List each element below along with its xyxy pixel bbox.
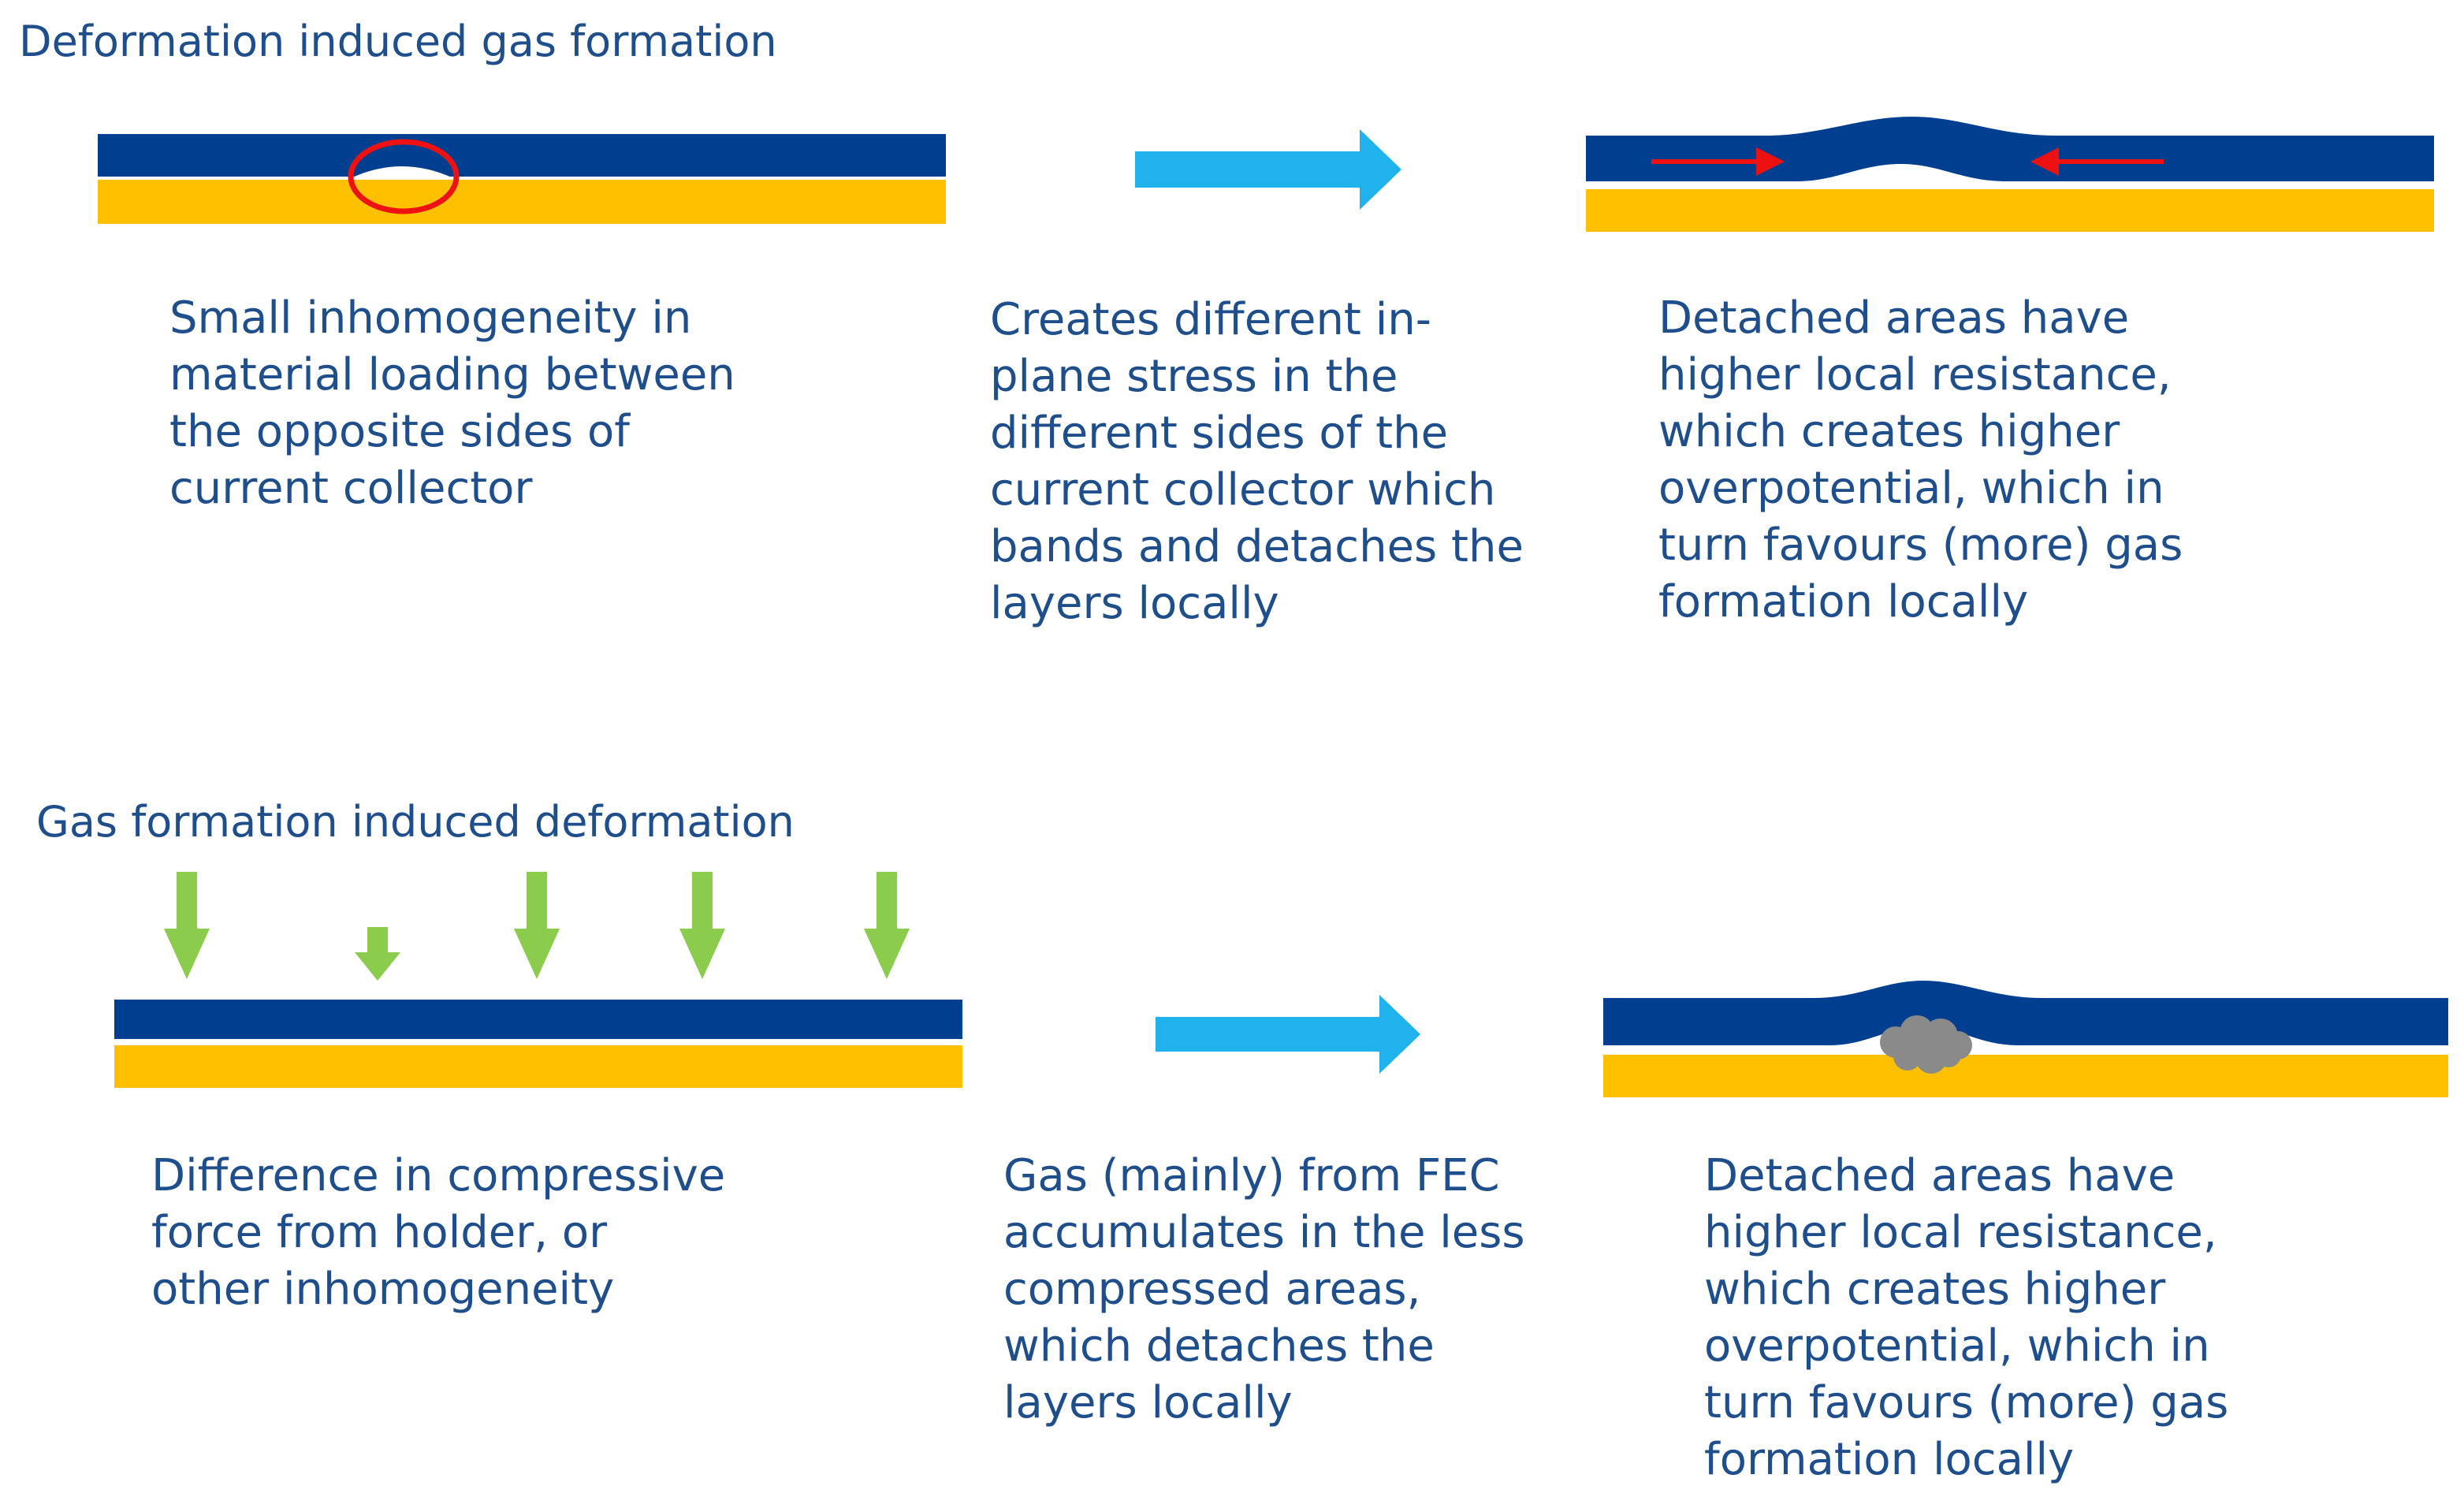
section-1-step-1-text: Small inhomogeneity in material loading … bbox=[169, 292, 735, 514]
top-layer bbox=[98, 134, 946, 177]
force-arrows bbox=[164, 872, 910, 981]
flat-layers-section-2 bbox=[114, 1000, 962, 1088]
section-2-step-1-text: Difference in compressive force from hol… bbox=[151, 1150, 726, 1315]
deformed-layers-step-3 bbox=[1586, 117, 2434, 232]
section-1-step-2-text: Creates different in- plane stress in th… bbox=[990, 294, 1524, 629]
highlight-circle bbox=[348, 139, 460, 214]
flat-layers-step-1 bbox=[98, 134, 946, 224]
force-arrow-3 bbox=[514, 872, 560, 979]
section-2-step-2-text: Gas (mainly) from FEC accumulates in the… bbox=[1003, 1150, 1525, 1428]
force-arrow-2-short bbox=[355, 927, 400, 981]
process-arrow-1 bbox=[1135, 129, 1401, 210]
gas-bubble bbox=[1880, 1015, 1972, 1074]
top-layer-bent bbox=[1586, 117, 2434, 181]
force-arrow-5 bbox=[864, 872, 910, 979]
bottom-layer bbox=[1603, 1055, 2448, 1097]
section-1-title: Deformation induced gas formation bbox=[19, 17, 777, 66]
bottom-layer bbox=[98, 180, 946, 224]
force-arrow-1 bbox=[164, 872, 210, 979]
bottom-layer bbox=[1586, 189, 2434, 232]
section-1-step-3-text: Detached areas have higher local resista… bbox=[1658, 292, 2183, 627]
section-2-diagrams bbox=[114, 872, 2448, 1097]
process-arrow-2 bbox=[1156, 995, 1420, 1074]
inhomogeneity-bump bbox=[351, 166, 453, 178]
top-layer bbox=[114, 1000, 962, 1039]
deformed-layers-gas bbox=[1603, 981, 2448, 1097]
bottom-layer bbox=[114, 1045, 962, 1088]
section-2-title: Gas formation induced deformation bbox=[36, 797, 795, 847]
top-layer-bent bbox=[1603, 981, 2448, 1045]
force-arrow-4 bbox=[679, 872, 725, 979]
section-1-diagrams bbox=[98, 117, 2434, 232]
section-2-step-3-text: Detached areas have higher local resista… bbox=[1704, 1150, 2229, 1485]
